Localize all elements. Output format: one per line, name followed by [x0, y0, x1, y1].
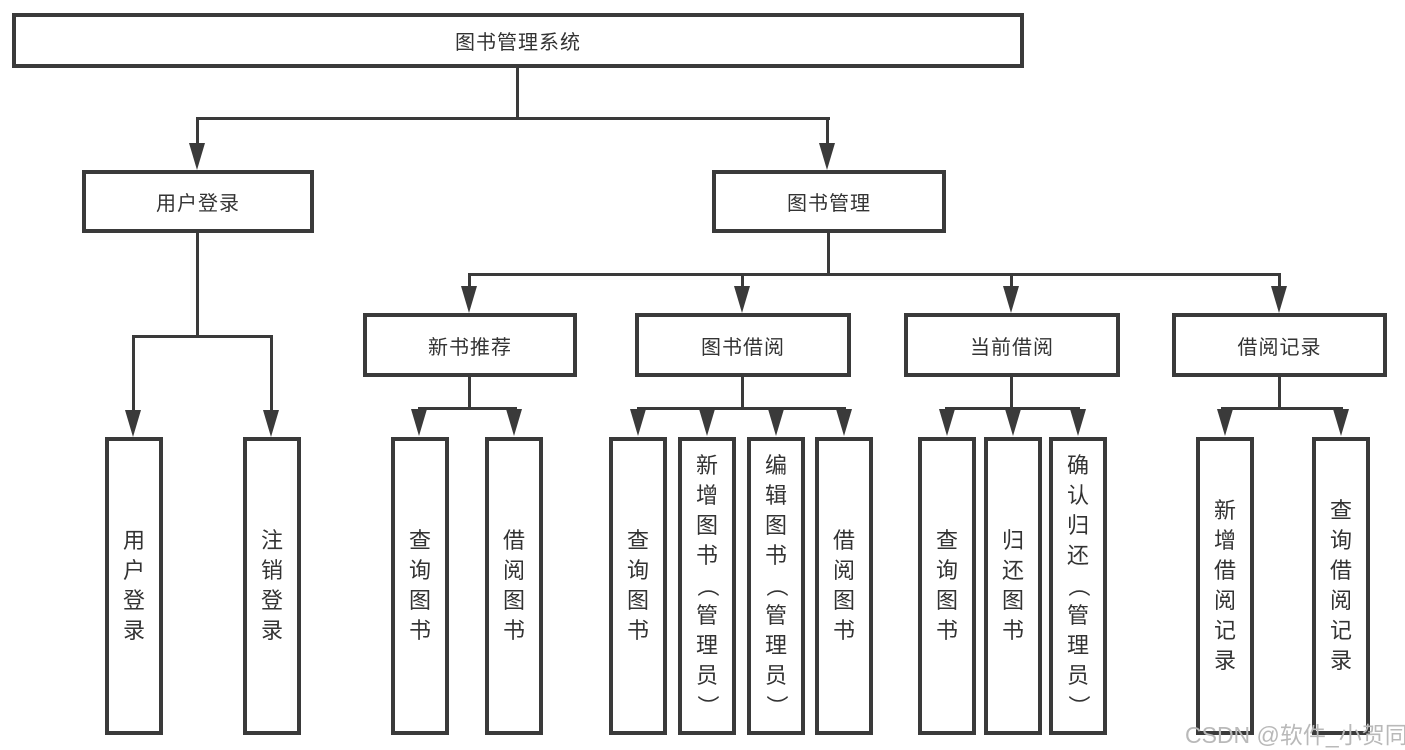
leaf-user-login: 用户登录 [105, 437, 163, 735]
arrow-down-icon [1005, 409, 1021, 436]
leaf-label: 新增图书（管理员） [694, 453, 720, 718]
leaf-add-books-admin: 新增图书（管理员） [678, 437, 736, 735]
leaf-query-books-3: 查询图书 [918, 437, 976, 735]
arrow-down-icon [461, 286, 477, 313]
leaf-label: 归还图书 [1001, 528, 1024, 643]
node-current-borrowing: 当前借阅 [904, 313, 1120, 377]
arrow-down-icon [819, 143, 835, 170]
node-label: 新书推荐 [428, 336, 512, 359]
leaf-edit-books-admin: 编辑图书（管理员） [747, 437, 805, 735]
leaf-label: 查询借阅记录 [1329, 498, 1352, 673]
leaf-label: 编辑图书（管理员） [763, 453, 789, 718]
connector-line [741, 273, 744, 288]
node-book-management: 图书管理 [712, 170, 946, 233]
leaf-confirm-return-admin: 确认归还（管理员） [1049, 437, 1107, 735]
arrow-down-icon [411, 409, 427, 436]
arrow-down-icon [699, 409, 715, 436]
connector-line [132, 335, 135, 412]
connector-line [827, 233, 830, 273]
connector-line [741, 377, 744, 407]
leaf-label: 借阅图书 [832, 528, 855, 643]
connector-line [196, 117, 199, 146]
leaf-borrow-books-1: 借阅图书 [485, 437, 543, 735]
connector-line [826, 117, 829, 146]
arrow-down-icon [263, 410, 279, 437]
csdn-watermark: CSDN @软件_小贺同学 [1185, 722, 1405, 748]
leaf-label: 用户登录 [122, 528, 145, 643]
arrow-down-icon [506, 409, 522, 436]
leaf-return-books: 归还图书 [984, 437, 1042, 735]
leaf-label: 注销登录 [260, 528, 283, 643]
node-new-book-recommendation: 新书推荐 [363, 313, 577, 377]
connector-line [196, 233, 199, 335]
leaf-query-books-2: 查询图书 [609, 437, 667, 735]
leaf-label: 查询图书 [408, 528, 431, 643]
leaf-label: 借阅图书 [502, 528, 525, 643]
arrow-down-icon [836, 409, 852, 436]
connector-line [1278, 273, 1281, 288]
connector-line [270, 335, 273, 412]
connector-line [637, 407, 846, 410]
arrow-down-icon [1217, 409, 1233, 436]
node-label: 图书管理系统 [455, 32, 581, 54]
leaf-label: 新增借阅记录 [1213, 498, 1236, 673]
arrow-down-icon [1271, 286, 1287, 313]
leaf-label: 查询图书 [626, 528, 649, 643]
connector-line [468, 273, 471, 288]
arrow-down-icon [125, 410, 141, 437]
connector-line [196, 117, 830, 120]
leaf-logout-login: 注销登录 [243, 437, 301, 735]
connector-line [1278, 377, 1281, 407]
node-label: 借阅记录 [1237, 336, 1322, 359]
node-library-management-system: 图书管理系统 [12, 13, 1024, 68]
node-label: 当前借阅 [970, 336, 1054, 359]
connector-line [468, 377, 471, 407]
arrow-down-icon [630, 409, 646, 436]
node-label: 图书借阅 [701, 336, 785, 359]
node-borrowing-records: 借阅记录 [1172, 313, 1387, 377]
connector-line [132, 335, 273, 338]
arrow-down-icon [1003, 286, 1019, 313]
arrow-down-icon [768, 409, 784, 436]
connector-line [1221, 407, 1343, 410]
leaf-query-borrow-record: 查询借阅记录 [1312, 437, 1370, 735]
node-book-borrowing: 图书借阅 [635, 313, 851, 377]
leaf-add-borrow-record: 新增借阅记录 [1196, 437, 1254, 735]
connector-line [468, 273, 1281, 276]
leaf-query-books-1: 查询图书 [391, 437, 449, 735]
connector-line [945, 407, 1080, 410]
connector-line [516, 68, 519, 117]
arrow-down-icon [189, 143, 205, 170]
node-label: 图书管理 [787, 193, 871, 215]
node-label: 用户登录 [156, 193, 240, 215]
arrow-down-icon [1333, 409, 1349, 436]
connector-line [1010, 377, 1013, 407]
arrow-down-icon [1070, 409, 1086, 436]
node-user-login: 用户登录 [82, 170, 314, 233]
connector-line [1010, 273, 1013, 288]
leaf-label: 查询图书 [935, 528, 958, 643]
connector-line [418, 407, 517, 410]
leaf-borrow-books-2: 借阅图书 [815, 437, 873, 735]
leaf-label: 确认归还（管理员） [1065, 453, 1091, 718]
arrow-down-icon [939, 409, 955, 436]
arrow-down-icon [734, 286, 750, 313]
